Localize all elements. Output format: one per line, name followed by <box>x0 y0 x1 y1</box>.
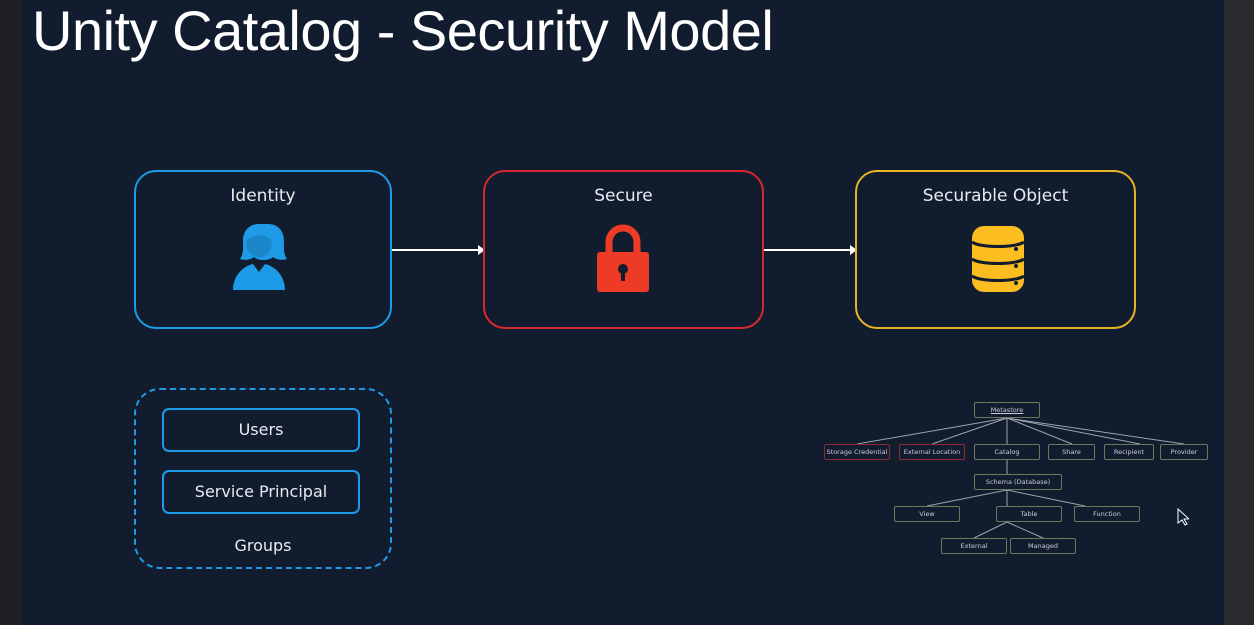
secure-box: Secure <box>483 170 764 329</box>
securable-object-box: Securable Object <box>855 170 1136 329</box>
secure-label: Secure <box>594 186 653 206</box>
tree-node-metastore: Metastore <box>974 402 1040 418</box>
user-icon <box>227 220 291 296</box>
identity-box: Identity <box>134 170 392 329</box>
database-icon <box>970 222 1026 300</box>
tree-connectors <box>856 417 1185 539</box>
slide: Unity Catalog - Security Model Identity … <box>22 0 1224 625</box>
securable-object-label: Securable Object <box>922 186 1069 206</box>
groups-container: Users Service Principal Groups <box>134 388 392 569</box>
lock-icon <box>595 222 651 296</box>
arrow-secure-to-securable <box>764 245 857 255</box>
users-pill: Users <box>162 408 360 452</box>
tree-node-external-location: External Location <box>899 444 965 460</box>
identity-label: Identity <box>230 186 296 206</box>
slide-title: Unity Catalog - Security Model <box>32 0 774 62</box>
tree-node-catalog: Catalog <box>974 444 1040 460</box>
arrow-identity-to-secure <box>392 245 485 255</box>
window-edge <box>1224 0 1254 625</box>
tree-node-function: Function <box>1074 506 1140 522</box>
mouse-cursor-icon <box>1177 507 1191 530</box>
tree-node-schema: Schema (Database) <box>974 474 1062 490</box>
tree-node-managed: Managed <box>1010 538 1076 554</box>
tree-node-provider: Provider <box>1160 444 1208 460</box>
tree-node-storage-credential: Storage Credential <box>824 444 890 460</box>
tree-node-table: Table <box>996 506 1062 522</box>
tree-node-recipient: Recipient <box>1104 444 1154 460</box>
service-principal-pill: Service Principal <box>162 470 360 514</box>
tree-node-view: View <box>894 506 960 522</box>
groups-label: Groups <box>234 536 292 555</box>
tree-node-share: Share <box>1048 444 1095 460</box>
tree-node-external: External <box>941 538 1007 554</box>
